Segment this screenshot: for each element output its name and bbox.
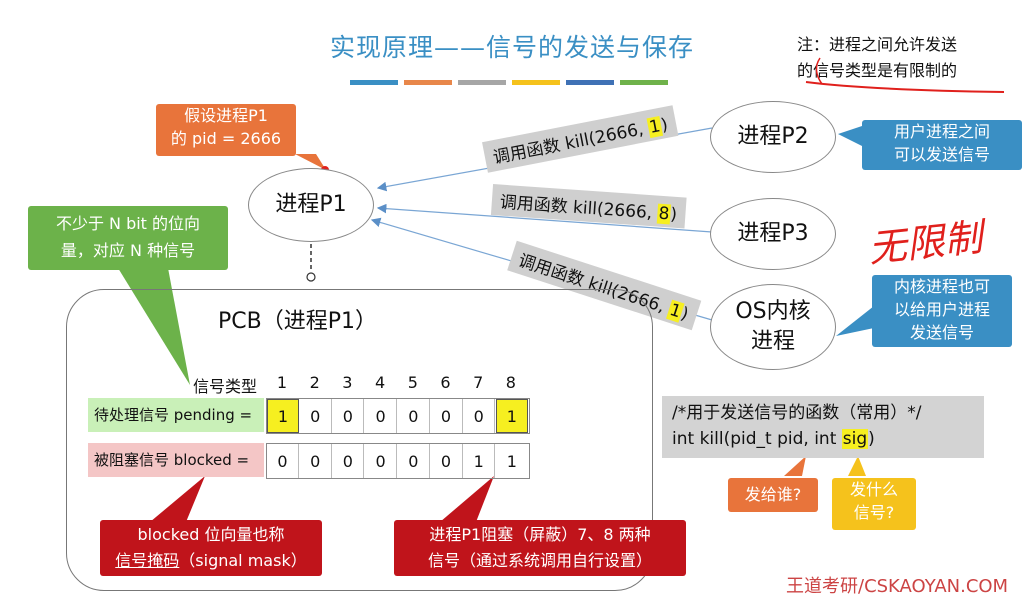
mask-line-1: blocked 位向量也称 bbox=[137, 525, 285, 544]
signal-number-7: 7 bbox=[473, 373, 484, 392]
footer-watermark: 王道考研/CSKAOYAN.COM bbox=[786, 576, 1009, 597]
pending-bit-1: 1 bbox=[267, 399, 299, 433]
pcb-label: PCB（进程P1） bbox=[218, 309, 377, 334]
pending-bit-4: 0 bbox=[365, 399, 398, 433]
kill-function-signature: /*用于发送信号的函数（常用）*/ int kill(pid_t pid, in… bbox=[662, 396, 984, 458]
q-who-tail bbox=[784, 456, 806, 476]
blocked-bit-2: 0 bbox=[300, 444, 332, 478]
process-p1-label: 进程P1 bbox=[275, 192, 347, 217]
user-callout-line-2: 可以发送信号 bbox=[893, 145, 990, 164]
blocked-label: 被阻塞信号 blocked = bbox=[88, 443, 264, 477]
signal-mask-callout: blocked 位向量也称 信号掩码（signal mask） bbox=[100, 520, 322, 576]
process-p2: 进程P2 bbox=[710, 101, 836, 173]
assume-line-1: 假设进程P1 bbox=[184, 106, 268, 125]
pending-bit-8: 1 bbox=[495, 399, 528, 433]
blocked-bit-5: 0 bbox=[398, 444, 430, 478]
signal-number-3: 3 bbox=[342, 373, 353, 392]
pid-assumption-callout: 假设进程P1 的 pid = 2666 bbox=[156, 104, 296, 156]
stripe-6 bbox=[620, 80, 668, 85]
stripe-2 bbox=[404, 80, 452, 85]
what-line-2: 信号? bbox=[853, 503, 895, 522]
kernel-callout-line-2: 以给用户进程 bbox=[893, 300, 990, 319]
kernel-callout-line-3: 发送信号 bbox=[909, 323, 974, 342]
signal-number-2: 2 bbox=[309, 373, 320, 392]
block-line-1: 进程P1阻塞（屏蔽）7、8 两种 bbox=[429, 525, 651, 544]
code-sig-param: sig bbox=[841, 429, 869, 449]
stripe-5 bbox=[566, 80, 614, 85]
assume-tail bbox=[295, 154, 326, 170]
blocked-signals-callout: 进程P1阻塞（屏蔽）7、8 两种 信号（通过系统调用自行设置） bbox=[394, 520, 686, 576]
blocked-bit-3: 0 bbox=[332, 444, 365, 478]
restriction-note: 注：进程之间允许发送 的信号类型是有限制的 bbox=[797, 32, 957, 84]
kernel-callout-line-1: 内核进程也可 bbox=[893, 277, 990, 296]
note-line-2: 的信号类型是有限制的 bbox=[797, 61, 958, 80]
p1-pcb-link-dot bbox=[306, 272, 316, 282]
bitvector-tail bbox=[118, 268, 190, 385]
os-label-line-2: 进程 bbox=[750, 329, 795, 354]
signal-number-6: 6 bbox=[440, 373, 451, 392]
mask-callout-tail bbox=[150, 476, 205, 522]
code-suffix: ) bbox=[868, 429, 875, 449]
pending-bit-5: 0 bbox=[398, 399, 430, 433]
blocked-bit-1: 0 bbox=[267, 444, 299, 478]
mask-line-2: 信号掩码（signal mask） bbox=[100, 548, 322, 574]
signal-number-1: 1 bbox=[276, 373, 288, 392]
pending-bit-2: 0 bbox=[300, 399, 332, 433]
pending-bit-6: 0 bbox=[431, 399, 463, 433]
kernel-callout-tail bbox=[836, 306, 874, 336]
signal-number-4: 4 bbox=[375, 373, 386, 392]
who-question-callout: 发给谁? bbox=[728, 478, 818, 512]
process-p2-label: 进程P2 bbox=[737, 124, 809, 149]
signal-number-row: 1 2 3 4 5 6 7 8 bbox=[266, 373, 530, 395]
code-comment: /*用于发送信号的函数（常用）*/ bbox=[672, 403, 922, 423]
blocked-bit-7: 1 bbox=[463, 444, 496, 478]
mask-english: （signal mask） bbox=[179, 551, 307, 570]
pending-label: 待处理信号 pending = bbox=[88, 398, 264, 432]
pending-bit-3: 0 bbox=[332, 399, 365, 433]
assume-line-2: 的 pid = 2666 bbox=[170, 129, 282, 148]
blocked-bit-6: 0 bbox=[431, 444, 463, 478]
bitvector-callout: 不少于 N bit 的位向 量，对应 N 种信号 bbox=[28, 206, 228, 270]
code-line-2: int kill(pid_t pid, int sig) bbox=[672, 426, 974, 452]
user-callout-line-1: 用户进程之间 bbox=[893, 122, 990, 141]
blocked-bit-4: 0 bbox=[365, 444, 398, 478]
os-label-line-1: OS内核 bbox=[735, 299, 811, 324]
block-line-2: 信号（通过系统调用自行设置） bbox=[427, 551, 652, 570]
process-p3-label: 进程P3 bbox=[737, 221, 809, 246]
arrow-p3-to-p1 bbox=[376, 203, 713, 233]
user-callout-tail bbox=[838, 126, 862, 146]
page-title: 实现原理——信号的发送与保存 bbox=[329, 33, 694, 62]
block-callout-tail bbox=[440, 476, 494, 522]
stripe-4 bbox=[512, 80, 560, 85]
user-process-callout: 用户进程之间 可以发送信号 bbox=[862, 120, 1022, 170]
process-p3: 进程P3 bbox=[710, 198, 836, 270]
bitvector-line-2: 量，对应 N 种信号 bbox=[60, 241, 196, 260]
mask-term: 信号掩码 bbox=[115, 551, 180, 570]
red-underline bbox=[805, 81, 1005, 93]
what-signal-callout: 发什么 信号? bbox=[832, 478, 916, 530]
call-p3-suffix: ) bbox=[669, 204, 678, 225]
signal-type-label: 信号类型 bbox=[193, 377, 258, 396]
kernel-process-callout: 内核进程也可 以给用户进程 发送信号 bbox=[872, 275, 1012, 347]
signal-number-5: 5 bbox=[407, 373, 418, 392]
blocked-bit-8: 1 bbox=[506, 451, 517, 471]
what-line-1: 发什么 bbox=[849, 480, 898, 499]
red-pointer bbox=[815, 57, 823, 85]
note-line-1: 注：进程之间允许发送 bbox=[797, 35, 958, 54]
pending-bit-7: 0 bbox=[463, 399, 496, 433]
stripe-1 bbox=[350, 80, 398, 85]
signal-number-8: 8 bbox=[505, 373, 516, 392]
process-os-kernel: OS内核 进程 bbox=[710, 284, 836, 370]
q-what-tail bbox=[848, 456, 866, 476]
process-p1: 进程P1 bbox=[248, 168, 374, 242]
bitvector-line-1: 不少于 N bit 的位向 bbox=[55, 214, 201, 233]
code-prefix: int kill(pid_t pid, int bbox=[672, 429, 842, 449]
stripe-3 bbox=[458, 80, 506, 85]
